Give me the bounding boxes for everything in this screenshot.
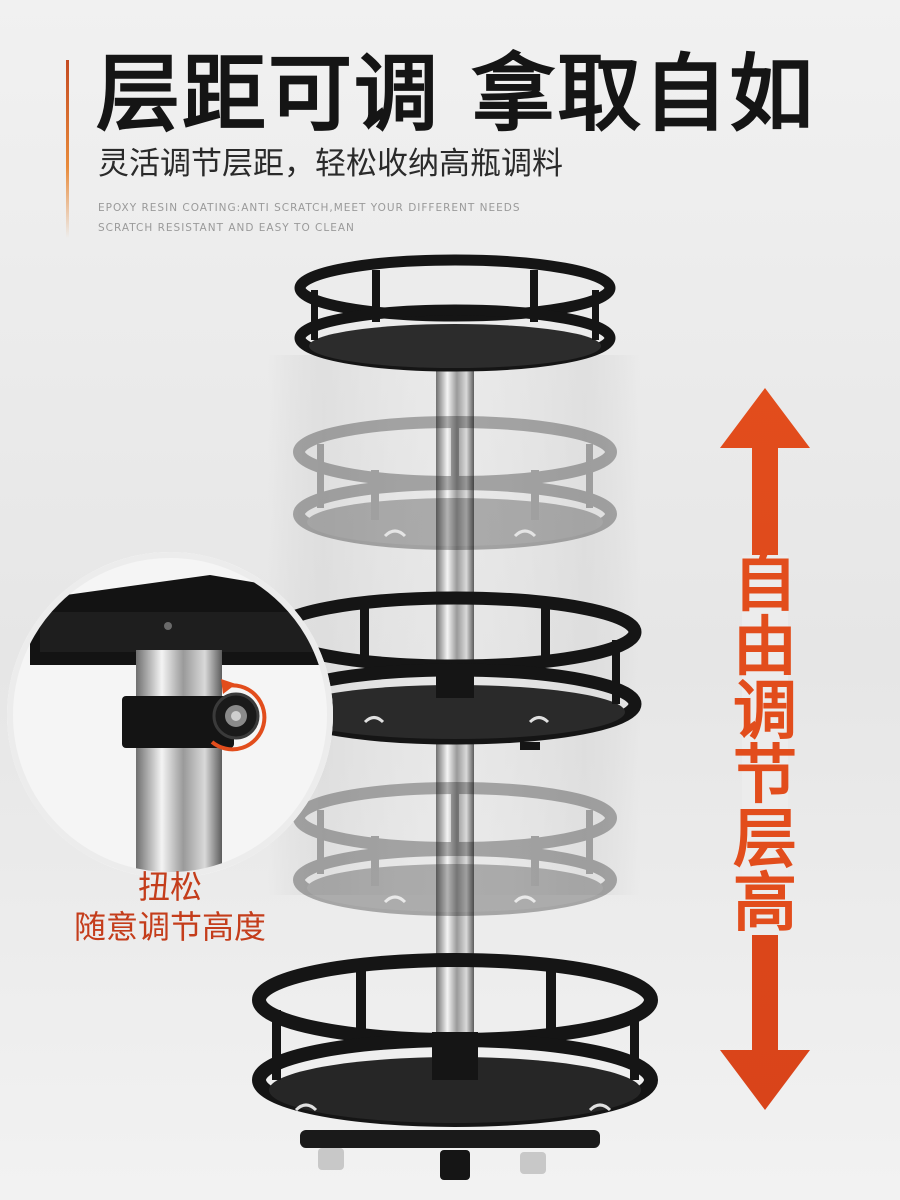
headline: 层距可调 拿取自如 — [96, 45, 816, 143]
adjust-knob-icon — [212, 692, 260, 740]
zoom-callout — [7, 552, 333, 878]
subtitle: 灵活调节层距，轻松收纳高瓶调料 — [98, 146, 563, 182]
double-vertical-arrow-icon — [720, 388, 810, 1110]
zoom-label-line-1: 扭松 — [137, 868, 202, 906]
zoom-label-line-2: 随意调节高度 — [73, 908, 266, 946]
bottom-shelf — [252, 953, 658, 1180]
english-caption-1: EPOXY RESIN COATING:ANTI SCRATCH,MEET YO… — [98, 202, 521, 214]
accent-bar — [66, 60, 69, 238]
top-shelf — [294, 254, 616, 372]
side-vertical-label: 自由调节层高 — [733, 547, 797, 941]
rotate-arrow-icon — [210, 679, 267, 752]
english-caption-2: SCRATCH RESISTANT AND EASY TO CLEAN — [98, 222, 355, 234]
